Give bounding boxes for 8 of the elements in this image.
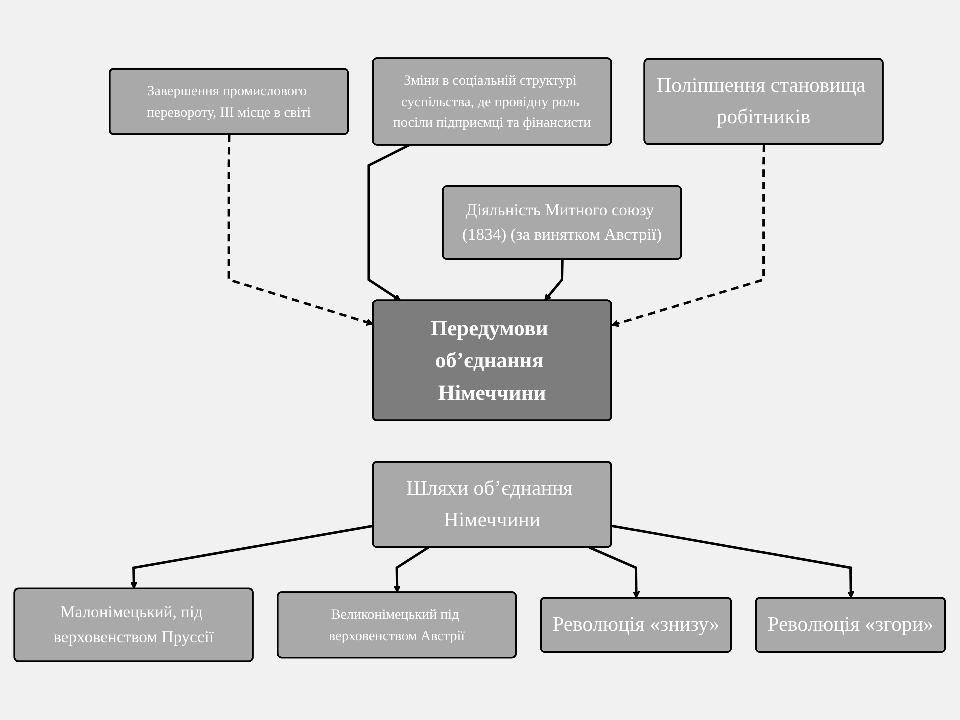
arrow: [612, 524, 855, 599]
arrow: [368, 144, 410, 302]
arrow: [589, 546, 640, 599]
arrow: [544, 260, 564, 302]
arrow: [130, 524, 374, 590]
arrow: [612, 144, 766, 328]
arrow: [394, 546, 430, 594]
arrow: [228, 134, 374, 326]
